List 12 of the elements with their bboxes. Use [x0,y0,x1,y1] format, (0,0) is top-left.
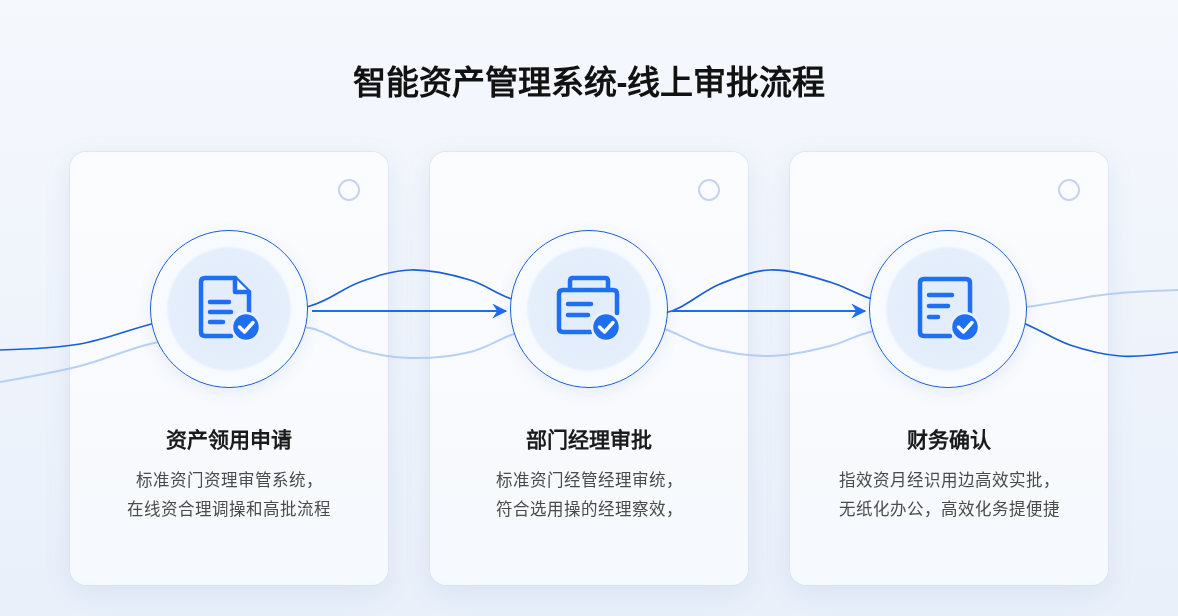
step-description: 标准资门资理审管系统，在线资合理调操和高批流程 [126,470,332,520]
step-heading: 部门经理审批 [525,427,653,453]
step-description: 标准资门经管经理审统，符合选用操的经理察效， [494,470,684,520]
step-card [790,152,1108,585]
step-description: 指效资月经识用边高效实批，无纸化办公，高效化务提便捷 [837,470,1061,520]
step-card [70,152,388,585]
step-heading: 财务确认 [906,427,992,453]
arrow [312,303,508,319]
arrow [672,303,867,319]
step-card [430,152,748,585]
diagram-title: 智能资产管理系统-线上审批流程 [351,63,827,103]
step-heading: 资产领用申请 [165,427,293,453]
